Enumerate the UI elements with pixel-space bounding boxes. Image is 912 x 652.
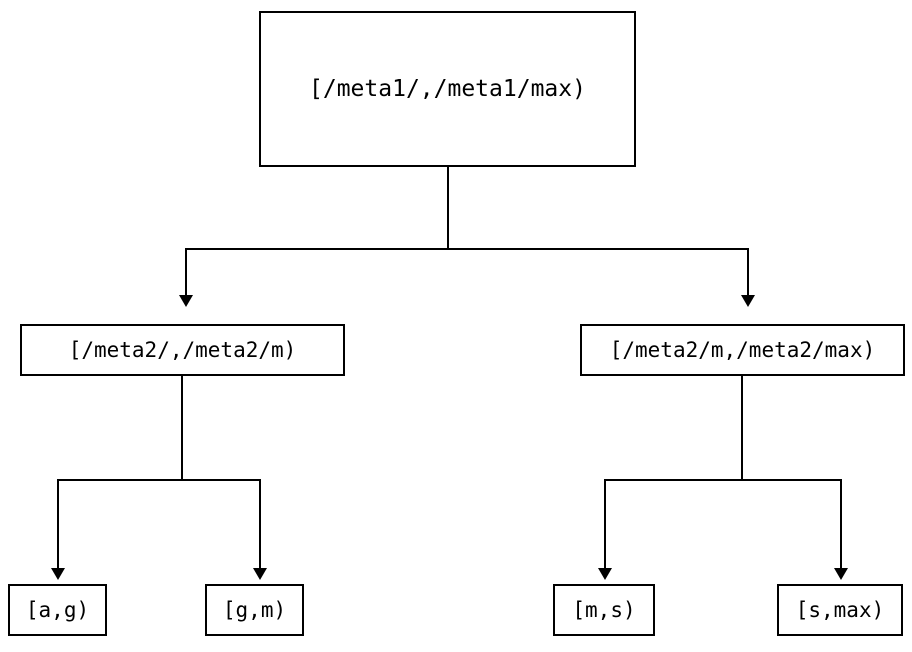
tree-node-leaf-3[interactable]: [m,s) <box>553 584 655 636</box>
edge-mid-left-to-leaf2-drop <box>259 479 261 568</box>
tree-node-mid-left[interactable]: [/meta2/,/meta2/m) <box>20 324 345 376</box>
tree-node-root-label: [/meta1/,/meta1/max) <box>309 75 586 102</box>
tree-node-leaf-2-label: [g,m) <box>222 597 287 622</box>
edge-mid-right-bus <box>604 479 842 481</box>
edge-mid-right-to-leaf4-drop <box>840 479 842 568</box>
arrowhead-root-to-mid-right <box>741 295 755 307</box>
tree-node-leaf-4[interactable]: [s,max) <box>777 584 903 636</box>
tree-node-leaf-1-label: [a,g) <box>25 597 90 622</box>
edge-root-bus <box>185 248 749 250</box>
arrowhead-mid-left-to-leaf2 <box>253 568 267 580</box>
arrowhead-mid-right-to-leaf4 <box>834 568 848 580</box>
tree-node-leaf-4-label: [s,max) <box>795 597 885 622</box>
edge-mid-right-to-leaf3-drop <box>604 479 606 568</box>
tree-node-root[interactable]: [/meta1/,/meta1/max) <box>259 11 636 167</box>
edge-root-stem <box>447 167 449 250</box>
tree-node-mid-right[interactable]: [/meta2/m,/meta2/max) <box>580 324 905 376</box>
edge-mid-right-stem <box>741 376 743 481</box>
edge-mid-left-bus <box>57 479 261 481</box>
edge-mid-left-to-leaf1-drop <box>57 479 59 568</box>
tree-node-mid-right-label: [/meta2/m,/meta2/max) <box>609 337 876 362</box>
arrowhead-root-to-mid-left <box>179 295 193 307</box>
tree-node-leaf-3-label: [m,s) <box>572 597 636 622</box>
tree-node-mid-left-label: [/meta2/,/meta2/m) <box>68 337 297 362</box>
edge-root-to-mid-left-drop <box>185 248 187 295</box>
tree-node-leaf-2[interactable]: [g,m) <box>205 584 304 636</box>
edge-root-to-mid-right-drop <box>747 248 749 295</box>
edge-mid-left-stem <box>181 376 183 481</box>
arrowhead-mid-left-to-leaf1 <box>51 568 65 580</box>
tree-node-leaf-1[interactable]: [a,g) <box>8 584 107 636</box>
arrowhead-mid-right-to-leaf3 <box>598 568 612 580</box>
